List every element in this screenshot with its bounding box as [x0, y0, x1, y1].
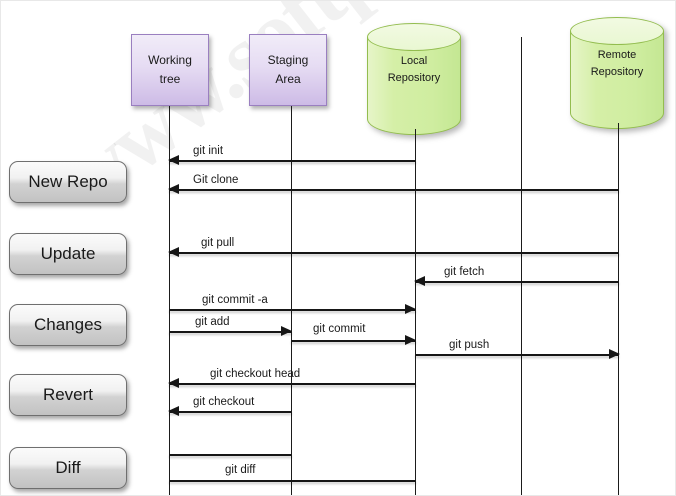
message-line-git-init	[169, 160, 416, 162]
message-line-git-checkout-head	[169, 383, 416, 385]
message-line-git-push	[415, 354, 619, 356]
participant-local-repository[interactable]: Local Repository	[367, 23, 461, 135]
participant-label-line1: Staging	[267, 53, 309, 68]
stage-button-changes[interactable]: Changes	[9, 304, 127, 346]
message-label-git-diff: git diff	[225, 464, 256, 476]
message-line-git-diff-bottom	[169, 480, 416, 482]
participant-label-line2: tree	[159, 72, 181, 86]
participant-label-line1: Working	[148, 53, 192, 68]
stage-label: Changes	[33, 315, 103, 334]
cylinder-top-ellipse	[570, 17, 664, 45]
message-line-git-pull	[169, 252, 619, 254]
message-label-git-commit: git commit	[313, 323, 366, 335]
lifeline-remote-repository	[618, 123, 619, 495]
message-label-git-commit-a: git commit -a	[202, 294, 268, 306]
message-label-git-add: git add	[195, 316, 230, 328]
arrowhead-git-fetch	[414, 276, 425, 286]
message-line-git-fetch	[415, 281, 619, 283]
participant-label-line2: Repository	[590, 66, 644, 79]
arrowhead-git-push	[609, 349, 620, 359]
participant-label-line1: Local	[400, 55, 428, 67]
stage-button-new-repo[interactable]: New Repo	[9, 161, 127, 203]
stage-label: Diff	[55, 458, 81, 477]
cylinder-top-ellipse	[367, 23, 461, 51]
participant-label-line1: Remote	[597, 49, 637, 61]
message-line-git-checkout	[169, 411, 292, 413]
message-label-git-clone: Git clone	[193, 174, 239, 186]
stage-label: Update	[40, 244, 96, 263]
arrowhead-git-pull	[168, 247, 179, 257]
arrowhead-git-checkout-head	[168, 378, 179, 388]
lifeline-staging-area	[291, 106, 292, 495]
arrowhead-git-add	[281, 326, 292, 336]
arrowhead-git-commit-a	[405, 304, 416, 314]
participant-remote-repository[interactable]: Remote Repository	[570, 17, 664, 129]
participant-label-line2: Area	[275, 72, 301, 86]
message-line-git-add	[169, 331, 292, 333]
message-label-git-fetch: git fetch	[444, 266, 485, 278]
stage-button-diff[interactable]: Diff	[9, 447, 127, 489]
arrowhead-git-init	[168, 155, 179, 165]
arrowhead-git-clone	[168, 184, 179, 194]
message-label-git-push: git push	[449, 339, 490, 351]
participant-staging-area[interactable]: Staging Area	[249, 34, 327, 106]
stage-button-revert[interactable]: Revert	[9, 374, 127, 416]
arrowhead-git-commit	[405, 335, 416, 345]
message-label-git-pull: git pull	[201, 237, 235, 249]
stage-label: Revert	[42, 385, 94, 404]
participant-label-line2: Repository	[387, 72, 441, 85]
cylinder-label: Local Repository	[367, 53, 461, 87]
lifeline-divider	[521, 37, 522, 495]
message-label-git-init: git init	[193, 145, 224, 157]
message-line-git-clone	[169, 189, 619, 191]
message-label-git-checkout-head: git checkout head	[210, 368, 301, 380]
stage-button-update[interactable]: Update	[9, 233, 127, 275]
message-label-git-checkout: git checkout	[193, 396, 255, 408]
message-line-git-commit	[291, 340, 416, 342]
participant-working-tree[interactable]: Working tree	[131, 34, 209, 106]
cylinder-label: Remote Repository	[570, 47, 664, 81]
cylinder-body	[570, 31, 664, 129]
message-line-git-diff-top	[169, 454, 292, 456]
cylinder-body	[367, 37, 461, 135]
lifeline-working-tree	[169, 106, 170, 495]
stage-label: New Repo	[28, 172, 108, 191]
arrowhead-git-checkout	[168, 406, 179, 416]
message-line-git-commit-a	[169, 309, 416, 311]
